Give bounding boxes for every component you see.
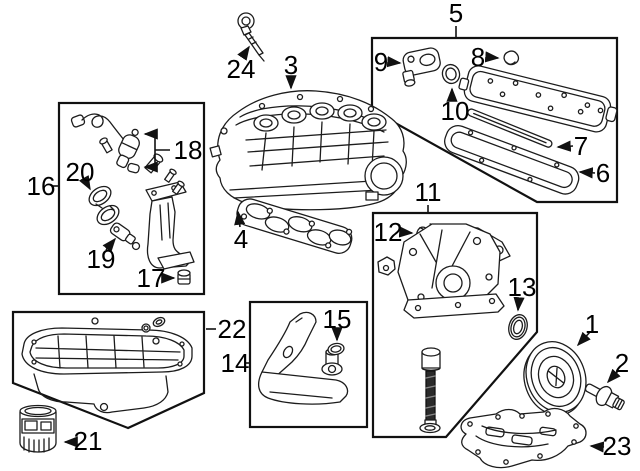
callout-1: 1 (585, 309, 599, 339)
callout-12: 12 (374, 217, 403, 247)
callout-13: 13 (508, 272, 537, 302)
vtec-sensor-drawing (109, 222, 141, 251)
callout-20: 20 (66, 157, 95, 187)
gasket-6-drawing (444, 124, 580, 195)
cap-8-drawing (503, 50, 520, 66)
callout-22: 22 (218, 314, 247, 344)
cap-17-drawing (177, 269, 191, 285)
callout-19: 19 (87, 244, 116, 274)
callout-5: 5 (449, 0, 463, 28)
cover-plate-drawing (458, 65, 618, 133)
oil-pan-drawing (21, 316, 193, 414)
sensor-harness-drawing (70, 113, 140, 174)
callout-18: 18 (174, 135, 203, 165)
callout-24: 24 (227, 54, 256, 84)
seal-13-drawing (508, 314, 528, 340)
callout-8: 8 (471, 42, 485, 72)
solenoid-gaskets-drawing (88, 185, 120, 226)
crank-pulley-drawing (523, 341, 587, 416)
seal-ring-10-drawing (441, 63, 461, 85)
callout-17: 17 (137, 263, 166, 293)
oil-strainer-drawing (419, 347, 441, 434)
callout-10: 10 (441, 96, 470, 126)
callouts: 1 2 3 4 5 6 7 8 9 10 11 12 13 14 15 16 1… (27, 0, 632, 461)
callout-6: 6 (596, 158, 610, 188)
callout-15: 15 (323, 304, 352, 334)
callout-3: 3 (284, 50, 298, 80)
pcv-valve-drawing (402, 47, 441, 87)
gasket-7-drawing (467, 108, 553, 148)
relief-valve-drawing (377, 256, 396, 276)
baffle-plate-drawing (460, 407, 587, 469)
callout-23: 23 (603, 431, 632, 461)
oil-filter-base-drawing (257, 311, 349, 405)
o-ring-15-drawing (327, 342, 345, 356)
callout-16: 16 (27, 171, 56, 201)
dipstick-drawing (237, 12, 265, 62)
callout-11: 11 (415, 177, 442, 207)
oil-pump-drawing (397, 223, 511, 319)
callout-14: 14 (221, 348, 250, 378)
callout-4: 4 (234, 224, 248, 254)
pulley-bolt-drawing (584, 383, 625, 411)
manifold-gasket-drawing (236, 198, 353, 254)
callout-9: 9 (374, 47, 388, 77)
callout-21: 21 (74, 426, 103, 456)
callout-7: 7 (574, 131, 588, 161)
leader-lines (52, 26, 621, 453)
intake-manifold-drawing (209, 90, 407, 211)
callout-2: 2 (615, 348, 629, 378)
oil-filter-drawing (19, 404, 57, 453)
